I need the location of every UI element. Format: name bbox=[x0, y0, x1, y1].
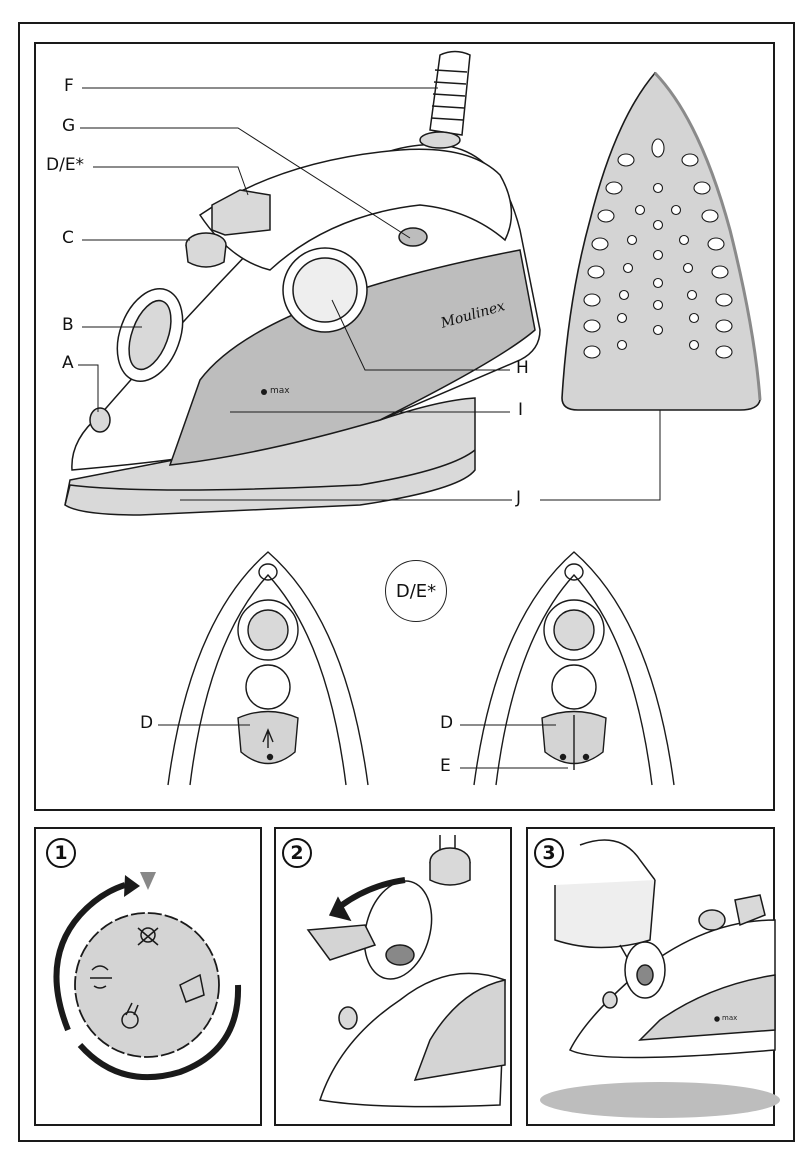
step1-dial bbox=[56, 872, 238, 1077]
step-number-1: 1 bbox=[46, 838, 76, 868]
step3-drawing bbox=[540, 840, 780, 1118]
step-number-2: 2 bbox=[282, 838, 312, 868]
max-mark-step3: max bbox=[722, 1014, 737, 1022]
step-number-3: 3 bbox=[534, 838, 564, 868]
step2-drawing bbox=[308, 835, 505, 1107]
